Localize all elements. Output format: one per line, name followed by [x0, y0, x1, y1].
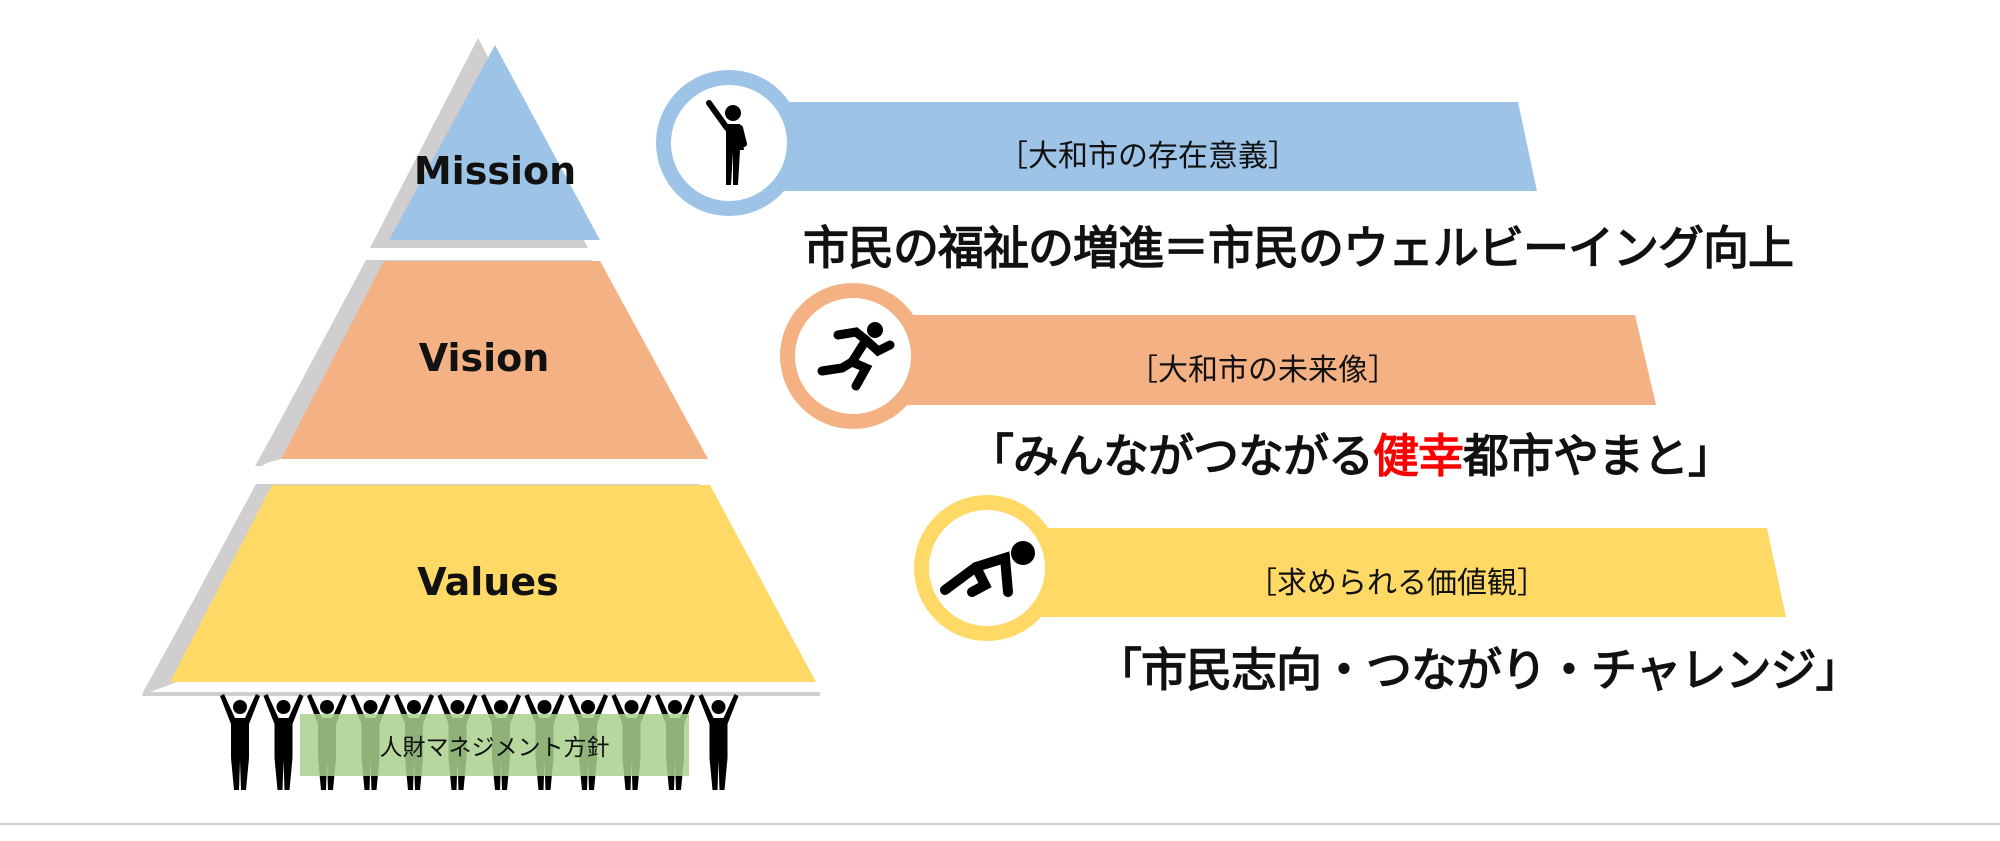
person-head [320, 700, 334, 714]
person-head [624, 700, 639, 714]
foundation-label: 人財マネジメント方針 [379, 735, 610, 761]
person-icon [220, 694, 260, 790]
values-statement: 「市民志向・つながり・チャレンジ」 [1096, 643, 1862, 697]
person-head [276, 700, 291, 714]
values-tier [170, 485, 816, 682]
vision-text-highlight: 健幸 [1373, 429, 1464, 483]
mission-tier [389, 45, 600, 240]
values-label: Values [417, 560, 559, 604]
vision-text-before: 「みんながつながる [968, 429, 1374, 483]
person-head [581, 700, 595, 714]
bottom-divider [0, 823, 2000, 825]
vision-tier [281, 261, 708, 459]
mission-label: Mission [413, 149, 577, 193]
person-head [450, 700, 465, 714]
person-head [537, 700, 552, 714]
vision-label: Vision [418, 336, 550, 380]
mission-banner [729, 102, 1537, 191]
vision-shadow-left [255, 260, 384, 466]
vision-statement: 「みんながつながる健幸都市やまと」 [968, 420, 1734, 486]
mission-statement: 市民の福祉の増進＝市民のウェルビーイング向上 [803, 221, 1794, 275]
person-head [711, 700, 726, 714]
person-head [363, 700, 378, 714]
person-head [668, 700, 682, 714]
vision-banner [853, 315, 1656, 405]
person-raising-hand-icon [706, 100, 747, 185]
vision-text-after: 都市やまと」 [1463, 429, 1734, 483]
values-shadow-left [142, 484, 272, 694]
sprint-start-icon [940, 541, 1035, 597]
values-tag: ［求められる価値観］ [1247, 566, 1547, 601]
mission-tag: ［大和市の存在意義］ [998, 139, 1298, 174]
values-banner [987, 528, 1786, 617]
person-head [233, 700, 247, 714]
running-person-icon [817, 322, 895, 391]
foundation-box: 人財マネジメント方針 [300, 714, 689, 776]
person-head [407, 700, 421, 714]
vision-tag: ［大和市の未来像］ [1128, 353, 1398, 388]
person-head [494, 700, 508, 714]
person-icon [698, 694, 739, 790]
person-icon [263, 694, 304, 790]
